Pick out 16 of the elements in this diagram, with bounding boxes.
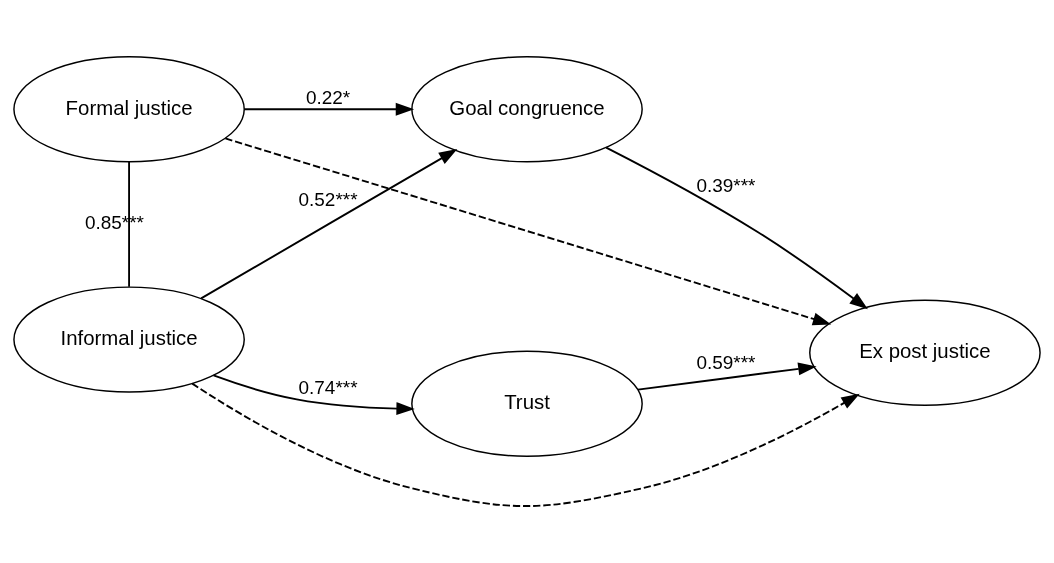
arrow xyxy=(224,137,832,326)
edge-label: 0.39*** xyxy=(696,174,756,196)
arrow xyxy=(212,374,415,416)
arrow xyxy=(243,102,415,116)
node-ellipse: Trust xyxy=(411,350,643,457)
connector xyxy=(128,160,131,288)
edge-label: 0.52*** xyxy=(298,189,358,211)
arrow xyxy=(605,146,868,310)
arrow xyxy=(191,382,860,507)
edge-label: 0.59*** xyxy=(696,352,756,374)
edge-label: 0.74*** xyxy=(298,377,358,399)
arrow xyxy=(637,362,817,391)
node-ellipse: Informal justice xyxy=(13,286,245,393)
arrow xyxy=(200,149,458,300)
edge-label: 0.22* xyxy=(305,87,351,109)
node-ellipse: Formal justice xyxy=(13,56,245,163)
